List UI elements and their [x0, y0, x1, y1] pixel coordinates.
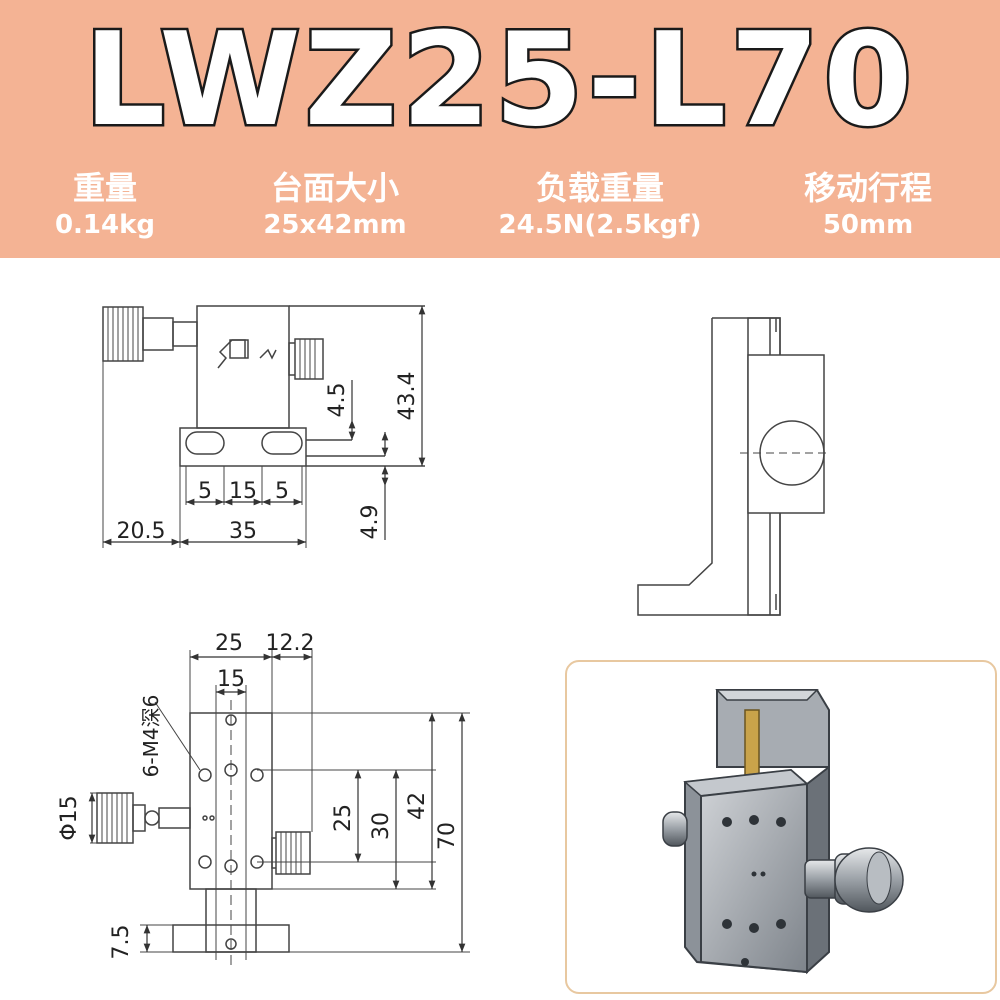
hole-note: 6-M4深6: [139, 695, 163, 778]
dim-d1: 5: [198, 479, 212, 504]
spec-table-size-label: 台面大小: [270, 169, 399, 207]
product-render: [662, 689, 904, 975]
dim-d6: 4.5: [325, 383, 350, 418]
dim-knob: Φ15: [57, 795, 82, 840]
dim-b1: 7.5: [109, 925, 134, 960]
front-view: [102, 305, 426, 548]
dim-d5: 35: [229, 519, 257, 544]
top-view: [88, 650, 470, 965]
dim-d3: 5: [275, 479, 289, 504]
dim-d2: 15: [229, 479, 257, 504]
top-view-dimensions: 25 12.2 15 25 30 42 70 7.5 Φ15 6-M4深6: [57, 631, 460, 960]
dim-h2: 30: [369, 812, 394, 840]
dim-w2: 12.2: [266, 631, 315, 656]
spec-weight: 重量 0.14kg: [0, 168, 225, 242]
spec-load: 负载重量 24.5N(2.5kgf): [480, 168, 720, 242]
side-view: [637, 317, 830, 616]
spec-travel-label: 移动行程: [803, 169, 932, 207]
dim-w1: 25: [215, 631, 243, 656]
spec-table-size-value: 25x42mm: [263, 210, 407, 240]
dim-d8: 4.9: [358, 505, 383, 540]
spec-weight-value: 0.14kg: [54, 210, 156, 240]
front-view-dimensions: 5 15 5 20.5 35 4.5 43.4 4.9: [117, 372, 420, 544]
spec-load-label: 负载重量: [535, 169, 664, 207]
spec-travel-value: 50mm: [822, 210, 914, 240]
spec-table-size: 台面大小 25x42mm: [215, 168, 455, 242]
dim-d7: 43.4: [395, 372, 420, 421]
spec-header: LWZ25-L70 重量 0.14kg 台面大小 25x42mm 负载重量 24…: [0, 0, 1000, 258]
spec-load-value: 24.5N(2.5kgf): [498, 210, 702, 240]
dim-h4: 70: [435, 822, 460, 850]
dim-d4: 20.5: [117, 519, 166, 544]
model-title: LWZ25-L70: [81, 4, 917, 158]
dim-w3: 15: [217, 667, 245, 692]
dim-h1: 25: [331, 804, 356, 832]
spec-travel: 移动行程 50mm: [748, 168, 988, 242]
product-render-frame: [565, 660, 997, 994]
spec-weight-label: 重量: [72, 169, 137, 207]
dim-h3: 42: [405, 792, 430, 820]
